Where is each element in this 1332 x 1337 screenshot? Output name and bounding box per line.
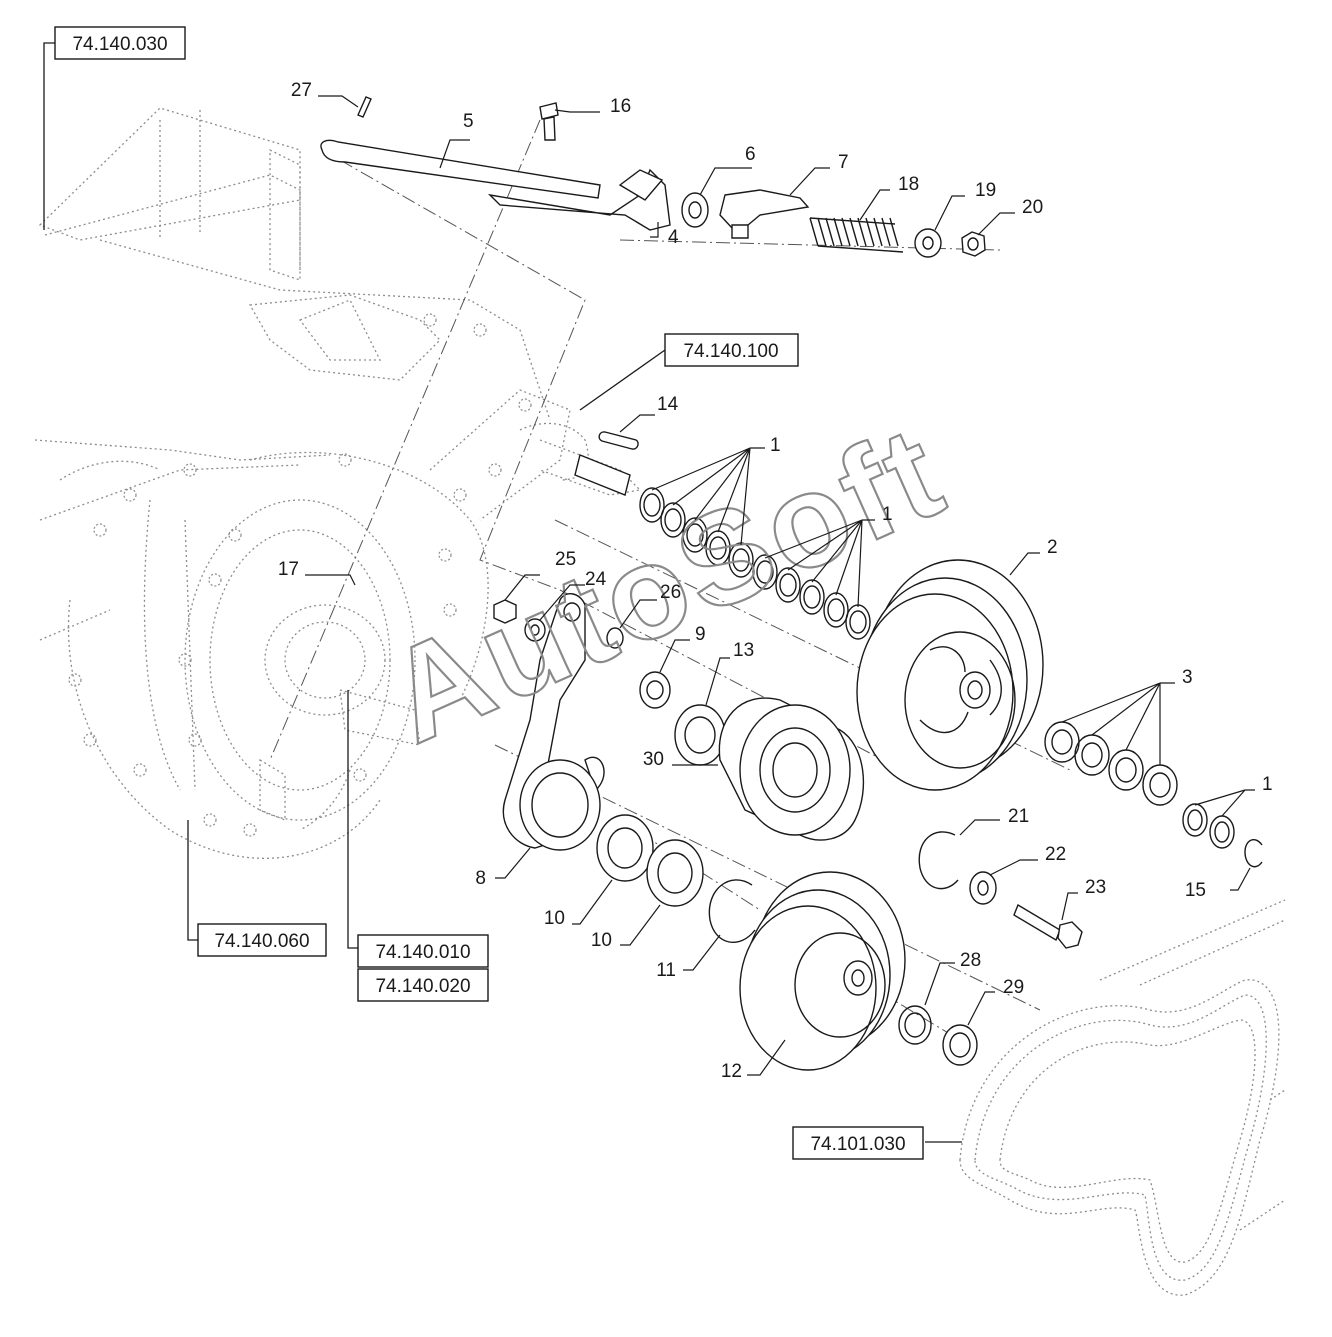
- ref-leaders: [43, 42, 962, 1143]
- part-1-shims-upper: [639, 487, 871, 640]
- callout-9[interactable]: 9: [695, 624, 706, 645]
- callout-18[interactable]: 18: [898, 174, 919, 195]
- svg-text:74.140.100: 74.140.100: [683, 341, 778, 362]
- part-4-bracket: [487, 168, 671, 231]
- callout-8[interactable]: 8: [475, 868, 486, 889]
- callout-1-lower[interactable]: 1: [1262, 774, 1273, 795]
- callout-13[interactable]: 13: [733, 640, 754, 661]
- part-16-bolt: [539, 102, 559, 141]
- callout-16[interactable]: 16: [610, 96, 631, 117]
- ref-box-74-140-060[interactable]: 74.140.060: [197, 923, 327, 957]
- callout-29[interactable]: 29: [1003, 977, 1024, 998]
- callout-19[interactable]: 19: [975, 180, 996, 201]
- callout-14[interactable]: 14: [657, 394, 679, 415]
- callout-10-a[interactable]: 10: [544, 908, 565, 929]
- part-12-pulley-small: [739, 871, 906, 1071]
- part-28-ring: [898, 1005, 932, 1045]
- callout-24[interactable]: 24: [585, 569, 607, 590]
- callout-20[interactable]: 20: [1022, 197, 1043, 218]
- svg-text:74.140.010: 74.140.010: [375, 942, 470, 963]
- part-2-pulley-large: [856, 559, 1044, 791]
- callout-22[interactable]: 22: [1045, 844, 1066, 865]
- callout-1-middle[interactable]: 1: [882, 504, 893, 525]
- part-27-pin: [357, 96, 372, 118]
- frame-bolts: [68, 313, 532, 837]
- callout-6[interactable]: 6: [745, 144, 756, 165]
- part-5-rod: [320, 139, 601, 199]
- svg-text:74.101.030: 74.101.030: [810, 1134, 905, 1155]
- callout-11[interactable]: 11: [656, 960, 676, 981]
- callout-10-b[interactable]: 10: [591, 930, 612, 951]
- callout-labels: 27 5 16 6 7 18 19 20 4 14 1 1 2 25 24 26…: [278, 80, 1273, 1082]
- callout-2[interactable]: 2: [1047, 537, 1058, 558]
- callout-4[interactable]: 4: [668, 227, 679, 248]
- part-10-bearings: [596, 814, 704, 907]
- ref-box-74-140-030[interactable]: 74.140.030: [54, 26, 186, 60]
- part-15-circlip: [1244, 838, 1263, 868]
- ref-box-74-140-010[interactable]: 74.140.010: [357, 934, 489, 968]
- belt-phantom: [959, 899, 1286, 1296]
- callout-3[interactable]: 3: [1182, 667, 1193, 688]
- part-26-washer: [606, 627, 624, 649]
- svg-text:74.140.020: 74.140.020: [375, 976, 470, 997]
- part-18-spring: [809, 217, 904, 253]
- callout-leaders: [305, 95, 1255, 1076]
- callout-7[interactable]: 7: [838, 152, 849, 173]
- svg-text:74.140.030: 74.140.030: [72, 34, 167, 55]
- callout-12[interactable]: 12: [721, 1061, 742, 1082]
- callout-30[interactable]: 30: [643, 749, 664, 770]
- callout-21[interactable]: 21: [1008, 806, 1029, 827]
- callout-27[interactable]: 27: [291, 80, 312, 101]
- svg-text:74.140.060: 74.140.060: [214, 931, 309, 952]
- callout-26[interactable]: 26: [660, 582, 681, 603]
- ref-box-74-101-030[interactable]: 74.101.030: [792, 1126, 924, 1160]
- part-3-shims: [1044, 721, 1178, 806]
- part-23-bolt: [1013, 903, 1061, 942]
- part-21-snapring: [918, 831, 959, 890]
- callout-1-upper[interactable]: 1: [770, 435, 781, 456]
- callout-5[interactable]: 5: [463, 111, 474, 132]
- parts: [320, 96, 1263, 1071]
- part-11-snapring: [708, 879, 756, 943]
- part-14-key: [598, 431, 639, 450]
- part-30-roller: [718, 697, 865, 841]
- callout-15[interactable]: 15: [1185, 880, 1206, 901]
- callout-17[interactable]: 17: [278, 559, 299, 580]
- ref-box-74-140-100[interactable]: 74.140.100: [664, 333, 799, 367]
- ref-box-74-140-020[interactable]: 74.140.020: [357, 968, 489, 1002]
- part-7-lever: [719, 189, 810, 229]
- callout-28[interactable]: 28: [960, 950, 981, 971]
- callout-25[interactable]: 25: [555, 549, 576, 570]
- callout-23[interactable]: 23: [1085, 877, 1106, 898]
